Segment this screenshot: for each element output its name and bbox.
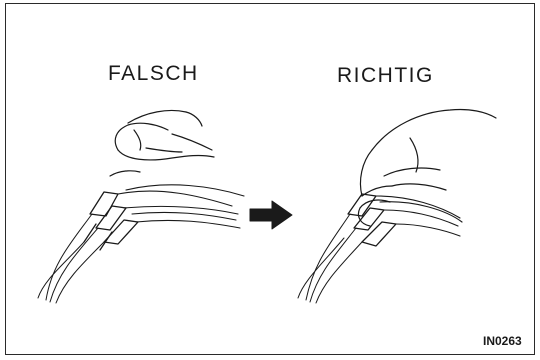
right-arrow-icon [250, 201, 292, 229]
pulled-wires [118, 185, 244, 228]
label-wrong: FALSCH [108, 62, 199, 86]
relaxed-wires [376, 196, 462, 236]
lower-left-wires-right [298, 214, 362, 303]
wrong-technique-illustration [38, 110, 244, 303]
label-right: RICHTIG [337, 64, 434, 88]
hand-gripping-connectors [358, 109, 496, 226]
hand-pulling-wires [110, 110, 214, 176]
connector-sleeves [84, 192, 138, 250]
figure-code: IN0263 [483, 334, 522, 348]
correct-technique-illustration [298, 109, 496, 303]
